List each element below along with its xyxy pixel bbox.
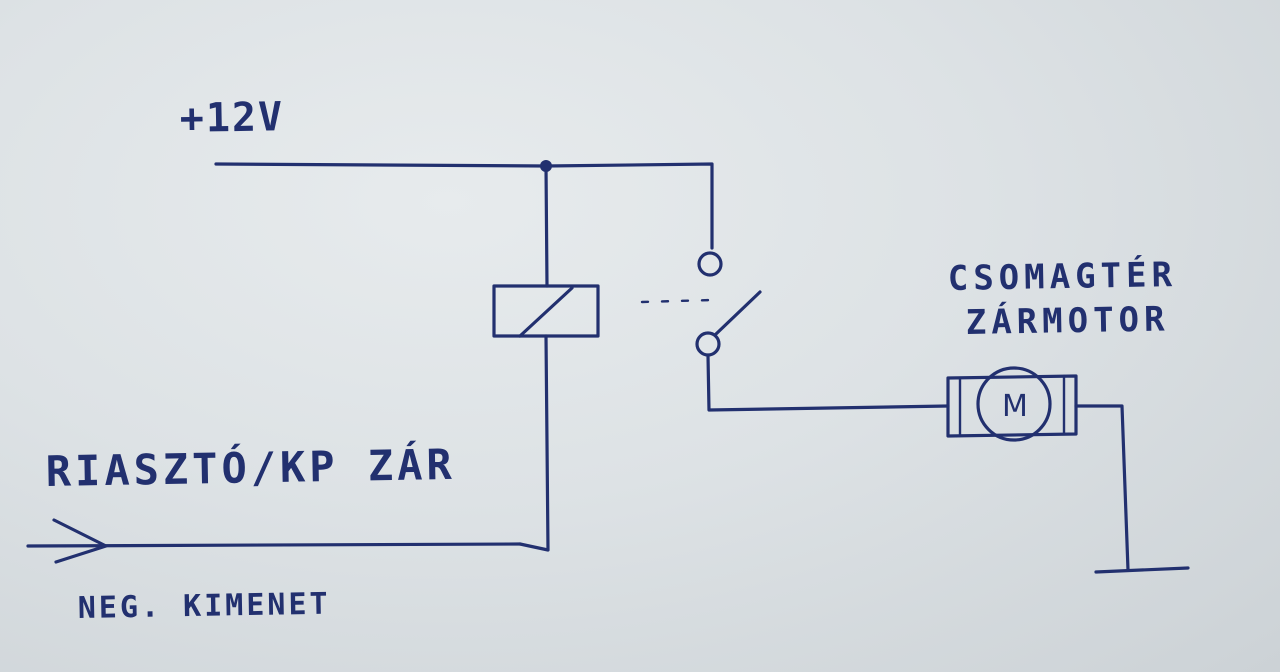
load-label-line1: CSOMAGTÉR	[947, 254, 1177, 299]
relay-mechanical-link	[640, 298, 714, 304]
supply-label: +12V	[179, 94, 284, 142]
relay-switch	[695, 251, 762, 357]
motor-letter: M	[1002, 389, 1030, 424]
switch-to-motor-wire	[706, 354, 950, 412]
motor-symbol	[946, 366, 1078, 442]
ground-symbol	[1094, 566, 1190, 574]
relay-coil	[492, 284, 600, 338]
coil-return-wire	[518, 334, 550, 552]
input-source-label: RIASZTÓ/KP ZÁR	[45, 439, 456, 496]
input-wire	[26, 542, 522, 548]
supply-rail-wire	[214, 162, 714, 250]
coil-feed-wire	[544, 164, 549, 288]
input-type-label: NEG. KIMENET	[78, 587, 331, 626]
motor-ground-wire	[1074, 404, 1130, 572]
input-arrow-icon	[52, 518, 108, 564]
load-label-line2: ZÁRMOTOR	[965, 298, 1169, 343]
